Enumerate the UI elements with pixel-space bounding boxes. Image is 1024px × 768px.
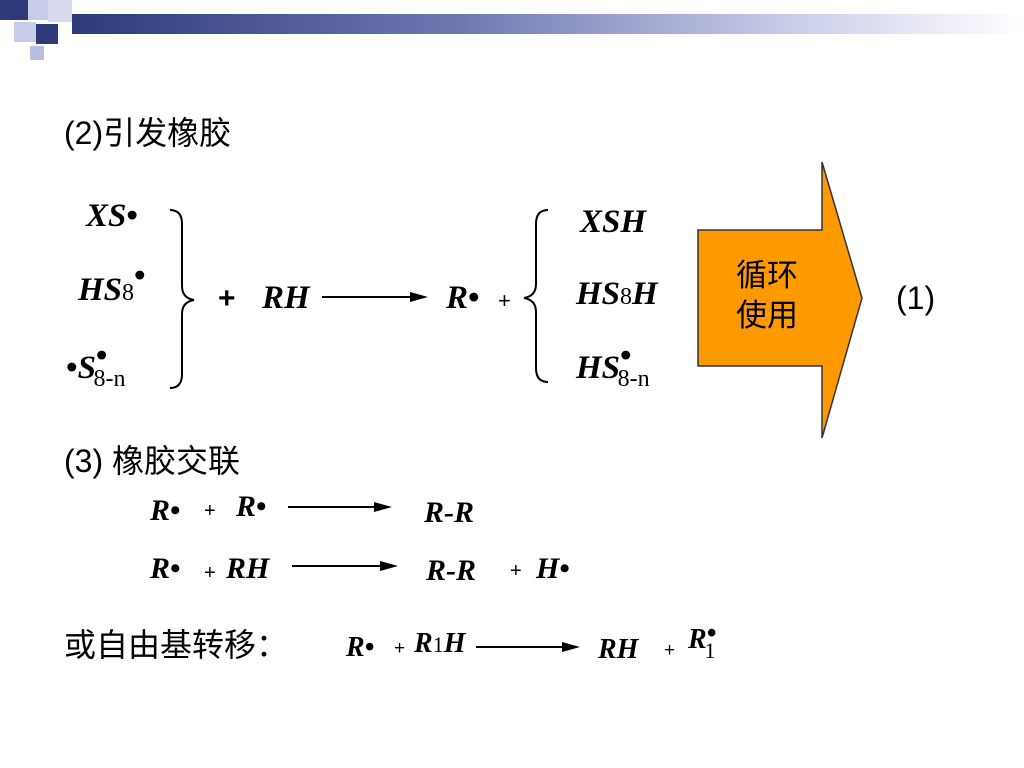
species-xsh: XSH <box>580 204 647 240</box>
deco-square-lavender <box>28 0 48 20</box>
crosslink-eq1-product: R-R <box>424 496 475 529</box>
species-sub: 8-n <box>617 366 650 392</box>
species-main: R <box>688 624 707 655</box>
radical-dot: • <box>559 552 570 585</box>
species-main: R <box>414 628 433 659</box>
transfer-plus2: + <box>664 640 676 661</box>
species-main: R <box>150 494 171 527</box>
radical-dot: • <box>134 258 146 294</box>
deco-gradient-bar <box>72 14 1024 34</box>
crosslink-eq2-r2: RH <box>226 552 270 585</box>
radical-dot: • <box>95 338 108 374</box>
radical-dot: • <box>468 280 480 316</box>
deco-square-lavender <box>30 46 44 60</box>
transfer-product2: R•1 <box>688 618 728 663</box>
species-xs-radical: XS• <box>86 198 138 235</box>
transfer-r1: R• <box>346 632 375 664</box>
species-main: R <box>150 552 171 585</box>
radical-dot: • <box>170 494 181 527</box>
crosslink-eq2-plus2: + <box>510 560 522 582</box>
radical-dot: • <box>170 552 181 585</box>
radical-dot: • <box>706 618 717 649</box>
crosslink-eq1-r2: R• <box>236 490 267 524</box>
crosslink-eq1-r1: R• <box>150 494 181 528</box>
right-species-brace <box>523 209 549 383</box>
reaction-arrow <box>322 292 428 302</box>
loop-arrow-label: 循环 使用 <box>712 256 822 336</box>
species-main: HS <box>78 272 123 308</box>
loop-arrow-shape <box>697 161 863 439</box>
species-hs8n-radical: HS•8-n <box>576 338 664 392</box>
crosslink-arrow-1 <box>288 502 392 512</box>
transfer-arrow <box>476 642 580 652</box>
species-sub: 8 <box>122 280 135 306</box>
heading-crosslink: (3) 橡胶交联 <box>64 443 241 479</box>
crosslink-eq2-plus: + <box>204 562 216 584</box>
species-main: R <box>346 632 365 663</box>
species-tail: H <box>443 628 466 659</box>
crosslink-eq2-r1: R• <box>150 552 181 586</box>
deco-square-navy <box>0 0 28 20</box>
initiation-product-plus: + <box>498 288 511 313</box>
species-main: HS <box>576 276 621 312</box>
deco-square-lavender <box>48 0 72 22</box>
radical-dot: • <box>364 632 375 663</box>
equation-ref-label: (1) <box>896 280 936 316</box>
species-main: H <box>536 552 560 585</box>
deco-square-navy <box>36 24 58 44</box>
species-sub: 8-n <box>93 366 126 392</box>
species-tail: H <box>632 276 658 312</box>
radical-dot: • <box>126 198 138 234</box>
species-main: R <box>446 280 469 316</box>
heading-initiation: (2)引发橡胶 <box>64 115 232 151</box>
crosslink-eq2-product: R-R <box>426 554 477 587</box>
transfer-r2: R1H <box>414 628 465 660</box>
species-main: HS <box>576 350 621 386</box>
species-main: XS <box>86 198 127 234</box>
deco-square-lavender <box>14 22 36 42</box>
loop-arrow-line1: 循环 <box>736 258 798 293</box>
left-species-brace <box>169 209 195 389</box>
loop-arrow-line2: 使用 <box>736 298 798 333</box>
radical-dot: • <box>256 490 267 523</box>
crosslink-arrow-2 <box>292 561 398 571</box>
transfer-plus: + <box>394 638 406 659</box>
species-sub: 1 <box>704 638 716 663</box>
crosslink-eq1-plus: + <box>204 500 216 522</box>
transfer-product: RH <box>598 634 639 665</box>
crosslink-eq2-product2: H• <box>536 552 570 586</box>
species-main: S <box>77 350 96 386</box>
heading-transfer: 或自由基转移： <box>64 627 289 663</box>
radical-dot: • <box>620 338 632 374</box>
species-main: R <box>236 490 257 523</box>
species-sub: 1 <box>432 632 444 657</box>
species-s8n-diradical: •S•8-n <box>66 338 139 392</box>
initiation-reactant: RH <box>262 280 310 316</box>
corner-decoration <box>0 0 1024 70</box>
species-hs8h: HS8H <box>576 276 658 313</box>
species-hs8-radical: HS8• <box>78 258 146 309</box>
radical-dot: • <box>66 350 78 386</box>
initiation-plus: + <box>218 282 236 315</box>
initiation-product-radical: R• <box>446 280 480 317</box>
species-sub: 8 <box>620 284 633 310</box>
